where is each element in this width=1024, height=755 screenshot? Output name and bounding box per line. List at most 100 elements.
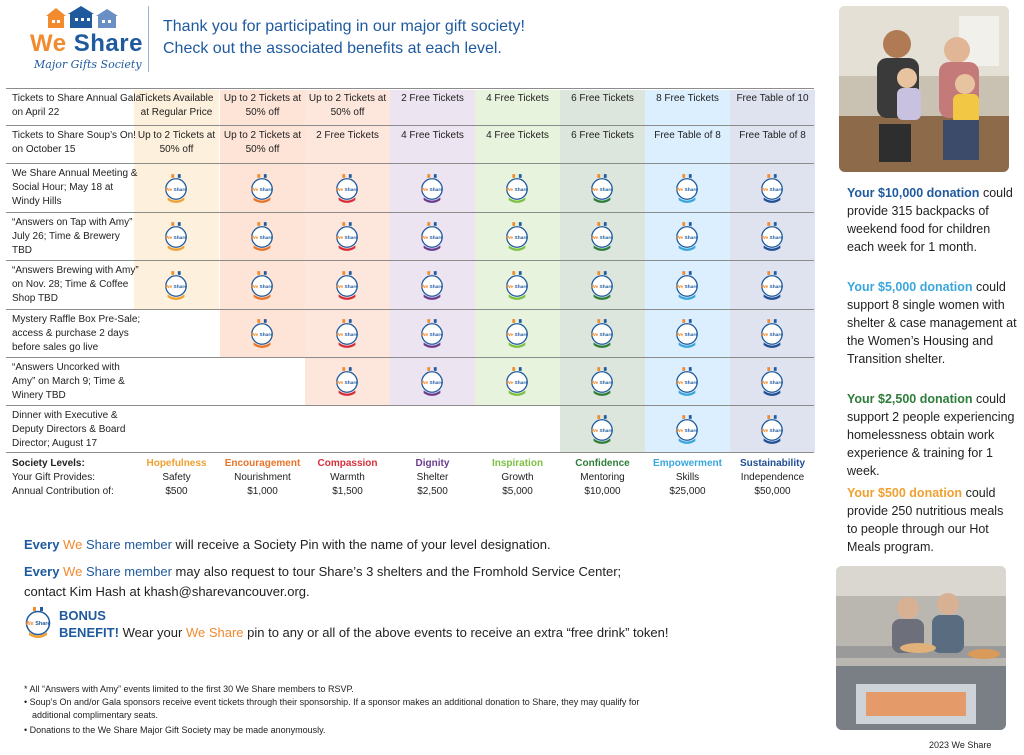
pin-inspiration-icon: We Share (504, 317, 530, 351)
logo-we: We (30, 30, 67, 57)
svg-text:We Share: We Share (336, 283, 358, 289)
pin-compassion-icon: We Share (334, 317, 360, 351)
level-amount: $1,500 (332, 486, 363, 497)
pin-inspiration-icon: We Share (504, 365, 530, 399)
footnote-2-cont: additional complimentary seats. (32, 710, 159, 720)
svg-text:We Share: We Share (421, 332, 443, 338)
row-divider (6, 452, 814, 453)
donation-amount: Your $5,000 donation (847, 280, 973, 294)
svg-text:We Share: We Share (761, 332, 783, 338)
row-label: “Answers on Tap with Amy” July 26; Time … (12, 217, 133, 256)
level-provides: Nourishment (234, 472, 291, 483)
table-cell: 6 Free Tickets (571, 130, 634, 141)
pin-compassion-icon: We Share (334, 269, 360, 303)
table-cell: Up to 2 Tickets at 50% off (223, 93, 302, 118)
table-cell: 2 Free Tickets (401, 93, 464, 104)
row-divider (6, 88, 814, 89)
svg-text:We Share: We Share (336, 332, 358, 338)
pin-empowerment-icon: We Share (674, 269, 700, 303)
svg-text:We Share: We Share (676, 332, 698, 338)
pin-dignity-icon: We Share (419, 172, 445, 206)
svg-text:We Share: We Share (591, 332, 613, 338)
svg-text:We Share: We Share (421, 380, 443, 386)
svg-text:We Share: We Share (336, 380, 358, 386)
pin-empowerment-icon: We Share (674, 172, 700, 206)
pin-confidence-icon: We Share (589, 365, 615, 399)
level-name-empowerment: Empowerment (653, 458, 722, 469)
row-divider (6, 163, 814, 164)
bonus-pin-icon: We Share (26, 607, 50, 638)
pin-dignity-icon: We Share (419, 365, 445, 399)
pin-hopefulness-icon: We Share (163, 172, 189, 206)
share-member-label: Share member (85, 537, 172, 552)
benefit-label: BENEFIT! (59, 625, 119, 640)
row-label: Tickets to Share Annual Gala on April 22 (12, 93, 142, 118)
pin-compassion-icon: We Share (334, 220, 360, 254)
pin-confidence-icon: We Share (589, 413, 615, 447)
svg-text:We Share: We Share (676, 380, 698, 386)
pin-confidence-icon: We Share (589, 172, 615, 206)
svg-text:We Share: We Share (591, 235, 613, 241)
bonus-label: BONUS (59, 608, 106, 623)
svg-text:We Share: We Share (591, 427, 613, 433)
level-amount: $500 (165, 486, 188, 497)
pin-sustainability-icon: We Share (759, 413, 785, 447)
level-amount: $25,000 (669, 486, 706, 497)
level-name-hopefulness: Hopefulness (146, 458, 207, 469)
level-name-inspiration: Inspiration (491, 458, 544, 469)
svg-text:We Share: We Share (251, 283, 273, 289)
level-name-compassion: Compassion (317, 458, 378, 469)
bonus-text-1: Wear your (122, 625, 183, 640)
pin-sustainability-icon: We Share (759, 269, 785, 303)
pin-confidence-icon: We Share (589, 317, 615, 351)
level-amount: $5,000 (502, 486, 533, 497)
pin-encouragement-icon: We Share (249, 269, 275, 303)
bonus-line: BENEFIT! Wear your We Share pin to any o… (59, 624, 668, 642)
pin-encouragement-icon: We Share (249, 317, 275, 351)
svg-text:We Share: We Share (761, 235, 783, 241)
svg-text:We Share: We Share (165, 186, 187, 192)
table-cell: Up to 2 Tickets at 50% off (308, 93, 387, 118)
pin-empowerment-icon: We Share (674, 317, 700, 351)
svg-text:We Share: We Share (761, 186, 783, 192)
pin-inspiration-icon: We Share (504, 269, 530, 303)
footnote-1: * All “Answers with Amy” events limited … (24, 684, 354, 694)
copyright: 2023 We Share (929, 740, 992, 750)
donation-text: could provide 315 backpacks of weekend f… (847, 186, 1013, 254)
table-cell: 4 Free Tickets (401, 130, 464, 141)
svg-text:We Share: We Share (506, 380, 528, 386)
svg-text:We Share: We Share (165, 283, 187, 289)
table-cell: Free Table of 8 (739, 130, 806, 141)
header-divider (148, 6, 149, 72)
table-cell: Up to 2 Tickets at 50% off (137, 130, 216, 155)
row-label: “Answers Uncorked with Amy” on March 9; … (12, 362, 125, 401)
level-provides: Growth (501, 472, 534, 483)
svg-text:We Share: We Share (761, 380, 783, 386)
column-background-hopefulness (134, 90, 219, 309)
headline: Thank you for participating in our major… (163, 16, 583, 60)
table-cell: 6 Free Tickets (571, 93, 634, 104)
svg-text:We Share: We Share (506, 186, 528, 192)
bonus-text-2: pin to any or all of the above events to… (247, 625, 669, 640)
member-line-1-text: will receive a Society Pin with the name… (175, 537, 551, 552)
level-provides: Warmth (330, 472, 365, 483)
footnote-3: • Donations to the We Share Major Gift S… (24, 725, 326, 735)
row-divider (6, 405, 814, 406)
pin-confidence-icon: We Share (589, 269, 615, 303)
level-provides: Safety (162, 472, 191, 483)
level-provides: Independence (740, 472, 805, 483)
member-line-1: Every We Share member will receive a Soc… (24, 536, 551, 554)
table-cell: 4 Free Tickets (486, 130, 549, 141)
donation-item: Your $10,000 donation could provide 315 … (847, 184, 1017, 256)
svg-text:We Share: We Share (676, 186, 698, 192)
svg-text:We Share: We Share (251, 235, 273, 241)
every-label: Every (24, 537, 60, 552)
pin-inspiration-icon: We Share (504, 220, 530, 254)
pin-hopefulness-icon: We Share (163, 220, 189, 254)
logo-subtitle: Major Gifts Society (34, 58, 142, 71)
donation-amount: Your $500 donation (847, 486, 963, 500)
pin-dignity-icon: We Share (419, 269, 445, 303)
row-label: Dinner with Executive & Deputy Directors… (12, 410, 126, 449)
svg-text:We Share: We Share (591, 186, 613, 192)
pin-hopefulness-icon: We Share (163, 269, 189, 303)
